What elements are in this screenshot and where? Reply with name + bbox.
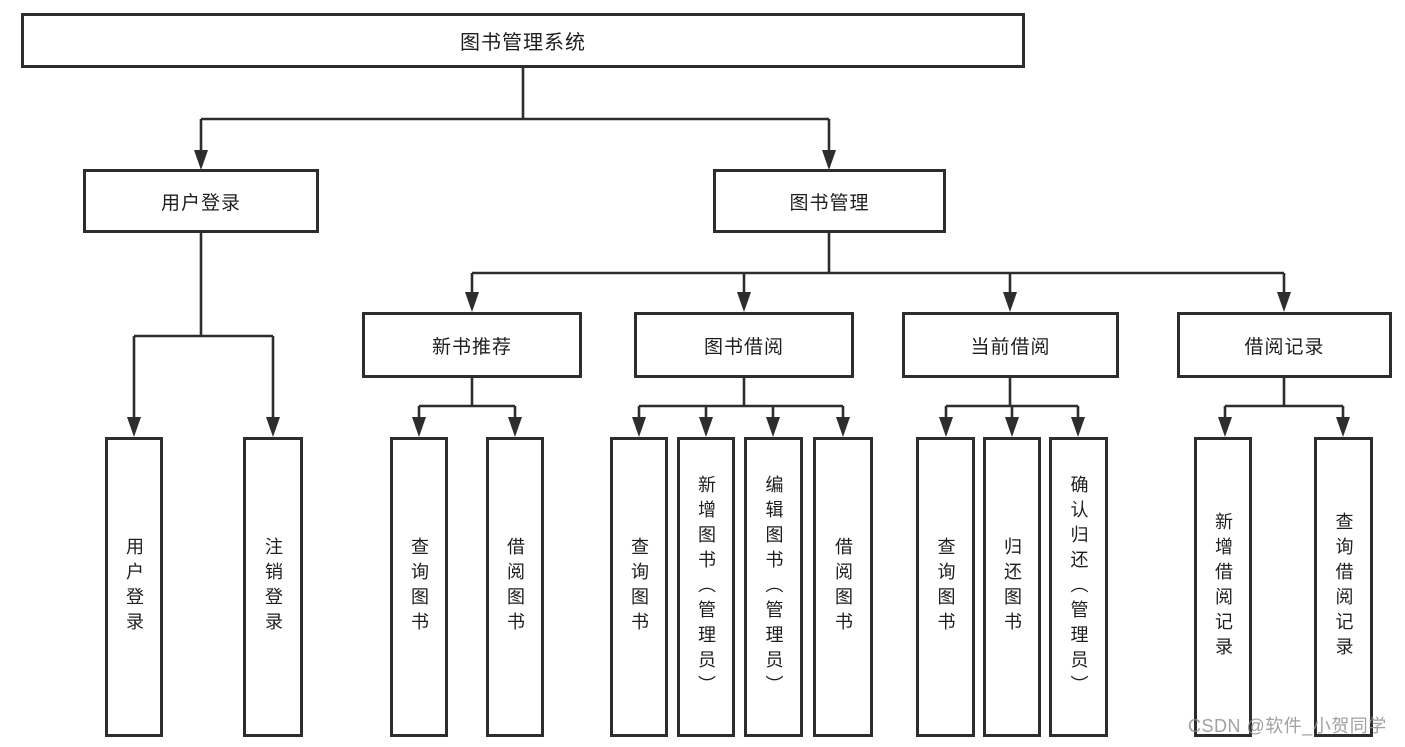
leaf-user-login: 用户登录: [105, 437, 163, 737]
leaf-confirm-return-admin: 确认归还（管理员）: [1049, 437, 1108, 737]
leaf-query-books-borrowing: 查询图书: [610, 437, 668, 737]
node-new-book-recommend: 新书推荐: [362, 312, 582, 378]
leaf-return-books: 归还图书: [983, 437, 1041, 737]
leaf-query-borrow-record: 查询借阅记录: [1314, 437, 1373, 737]
leaf-add-books-admin: 新增图书（管理员）: [677, 437, 735, 737]
node-book-borrowing: 图书借阅: [634, 312, 854, 378]
node-root: 图书管理系统: [21, 13, 1025, 68]
leaf-add-borrow-record: 新增借阅记录: [1194, 437, 1252, 737]
node-book-management: 图书管理: [713, 169, 946, 233]
watermark: CSDN @软件_小贺同学: [1188, 716, 1387, 736]
leaf-borrow-books-borrowing: 借阅图书: [813, 437, 873, 737]
leaf-borrow-books-recommend: 借阅图书: [486, 437, 544, 737]
node-borrow-records: 借阅记录: [1177, 312, 1392, 378]
leaf-edit-books-admin: 编辑图书（管理员）: [744, 437, 803, 737]
node-user-login: 用户登录: [83, 169, 319, 233]
leaf-query-books-current: 查询图书: [916, 437, 975, 737]
leaf-logout: 注销登录: [243, 437, 303, 737]
leaf-query-books-recommend: 查询图书: [390, 437, 448, 737]
node-current-borrowing: 当前借阅: [902, 312, 1119, 378]
